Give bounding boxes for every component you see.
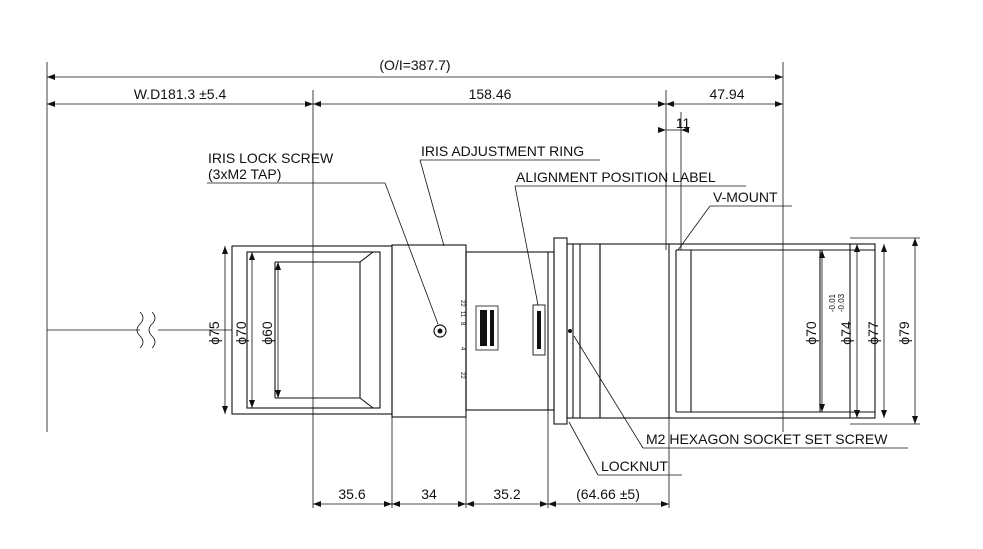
diameter-lines [224, 237, 920, 425]
iris-ring-marks: 22 11 8 4 22 [459, 300, 465, 379]
segment-1-label: 35.6 [338, 486, 365, 502]
diameter-79-label: ϕ79 [896, 321, 912, 345]
ring-mark-4: 4 [459, 347, 465, 351]
body-length-label: 158.46 [469, 86, 512, 102]
overall-length-label: (O/I=387.7) [379, 57, 450, 73]
v-mount-label: V-MOUNT [713, 189, 778, 205]
diameter-77-label: ϕ77 [865, 321, 881, 345]
lock-screw [433, 324, 447, 338]
iris-adjustment-ring-label: IRIS ADJUSTMENT RING [421, 143, 584, 159]
mount-length-label: 47.94 [709, 86, 744, 102]
front-hood [231, 245, 393, 415]
ring-mark-3: 8 [459, 322, 465, 326]
diameter-70-rear-label: ϕ70 [803, 321, 819, 345]
working-distance-label: W.D181.3 ±5.4 [134, 86, 227, 102]
brand-label [475, 305, 499, 351]
segment-4-label: (64.66 ±5) [576, 486, 640, 502]
alignment-position-label-text: ALIGNMENT POSITION LABEL [516, 169, 716, 185]
diameter-74-label: ϕ74 [838, 321, 854, 345]
rear-barrel [599, 243, 876, 419]
alignment-position-label [532, 304, 546, 356]
segment-3-label: 35.2 [493, 486, 520, 502]
mount-step-label: 11 [676, 115, 691, 131]
diameter-75-label: ϕ75 [206, 321, 222, 345]
diameter-74-tol-lower: -0.03 [837, 293, 846, 312]
top-dimension-arrows [47, 74, 783, 133]
break-symbol [136, 311, 156, 349]
bottom-dimension-arrows [313, 501, 669, 507]
diameter-74-tol-upper: -0.01 [828, 293, 837, 312]
iris-lock-screw-tap-label: (3xM2 TAP) [208, 166, 281, 182]
diameter-60-label: ϕ60 [259, 321, 275, 345]
top-dimension-lines [47, 76, 783, 131]
bottom-extension-lines [313, 410, 670, 508]
axis-lines [46, 62, 784, 508]
leaders [207, 159, 908, 476]
iris-ring [391, 244, 467, 418]
locknut-label: LOCKNUT [601, 458, 668, 474]
locknut [553, 237, 601, 425]
set-screw [568, 329, 572, 333]
ring-mark-2: 11 [459, 311, 465, 318]
diameter-70-front-label: ϕ70 [233, 321, 249, 345]
ring-mark-1: 22 [459, 300, 465, 307]
m2-set-screw-label: M2 HEXAGON SOCKET SET SCREW [646, 431, 888, 447]
diameter-arrows [222, 238, 918, 424]
iris-lock-screw-label: IRIS LOCK SCREW [208, 150, 334, 166]
segment-2-label: 34 [421, 486, 437, 502]
ring-mark-5: 22 [459, 372, 465, 379]
